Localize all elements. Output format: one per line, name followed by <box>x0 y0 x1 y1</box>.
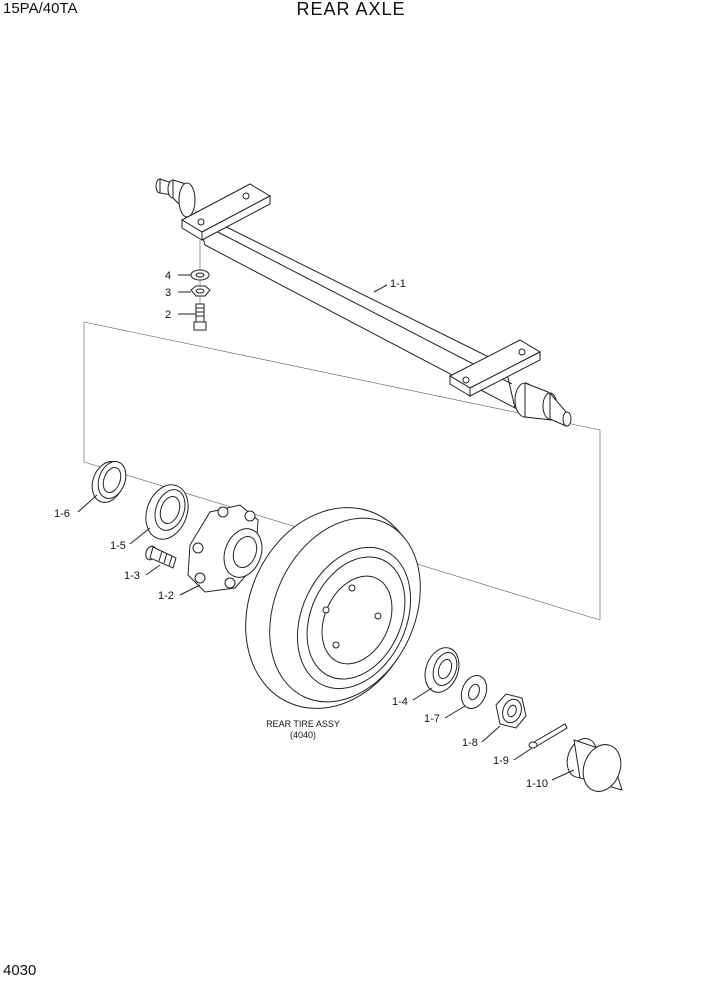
callout-1-8: 1-8 <box>462 737 478 749</box>
lock-washer-4 <box>190 269 210 281</box>
rear-tire <box>245 507 421 709</box>
outer-bearing <box>424 647 460 693</box>
callout-1-2: 1-2 <box>158 590 174 602</box>
callout-1-10: 1-10 <box>526 778 548 790</box>
tire-assy-name: REAR TIRE ASSY <box>266 719 340 729</box>
callout-1-5: 1-5 <box>110 540 126 552</box>
callout-3: 3 <box>165 287 171 299</box>
cotter-pin <box>528 723 568 749</box>
leader-lines <box>77 274 575 781</box>
model-label: 15PA/40TA <box>3 0 78 17</box>
callout-1-6: 1-6 <box>54 508 70 520</box>
callout-1-4: 1-4 <box>392 696 408 708</box>
callout-labels: 4 3 2 1-1 1-6 1-5 1-3 1-2 1-4 1-7 1-8 1-… <box>54 270 548 790</box>
axle-beam <box>155 178 572 427</box>
inner-bearing <box>145 484 189 540</box>
castle-nut <box>495 693 527 729</box>
callout-1-3: 1-3 <box>124 570 140 582</box>
callout-2: 2 <box>165 309 171 321</box>
bolt-2 <box>193 303 207 331</box>
callout-1-9: 1-9 <box>493 755 509 767</box>
callout-4: 4 <box>165 270 171 282</box>
oil-seal <box>91 461 127 503</box>
wheel-hub <box>187 504 263 593</box>
hub-bolt <box>145 545 177 569</box>
callout-1-1: 1-1 <box>390 278 406 290</box>
nut-3 <box>190 285 211 297</box>
washer <box>460 675 488 709</box>
callout-1-7: 1-7 <box>424 713 440 725</box>
page-number: 4030 <box>3 962 37 979</box>
hub-cap <box>566 738 623 792</box>
page-title: REAR AXLE <box>296 0 406 19</box>
tire-assy-ref: (4040) <box>290 730 316 740</box>
